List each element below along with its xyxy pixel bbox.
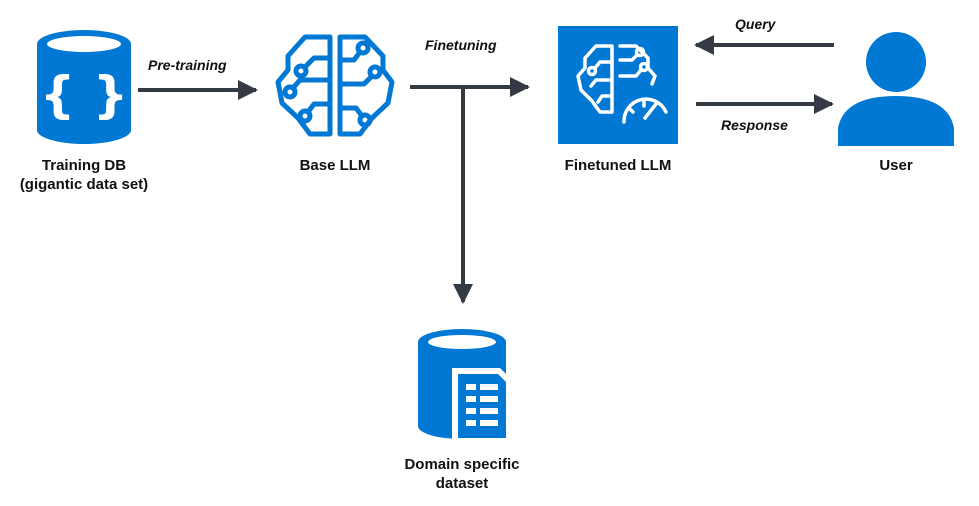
finetuning-label: Finetuning <box>425 37 497 53</box>
svg-text:{ }: { } <box>40 66 129 124</box>
domain-dataset-label: Domain specific dataset <box>387 455 537 493</box>
query-label: Query <box>735 16 776 32</box>
response-label: Response <box>721 117 788 133</box>
training-db-title: Training DB <box>41 157 127 174</box>
brain-circuit-icon <box>275 34 395 137</box>
domain-dataset-title: Domain specific <box>404 456 520 473</box>
database-braces-icon: { } <box>37 30 131 144</box>
training-db-label: Training DB (gigantic data set) <box>4 156 164 194</box>
user-label: User <box>879 157 913 174</box>
database-document-icon <box>418 329 512 444</box>
finetuned-llm-label: Finetuned LLM <box>564 157 672 174</box>
brain-gauge-icon <box>558 26 678 144</box>
user-icon <box>838 32 954 146</box>
base-llm-label: Base LLM <box>299 157 371 174</box>
pretraining-label: Pre-training <box>148 57 227 73</box>
training-db-subtitle: (gigantic data set) <box>19 176 149 193</box>
domain-dataset-subtitle: dataset <box>435 475 489 492</box>
